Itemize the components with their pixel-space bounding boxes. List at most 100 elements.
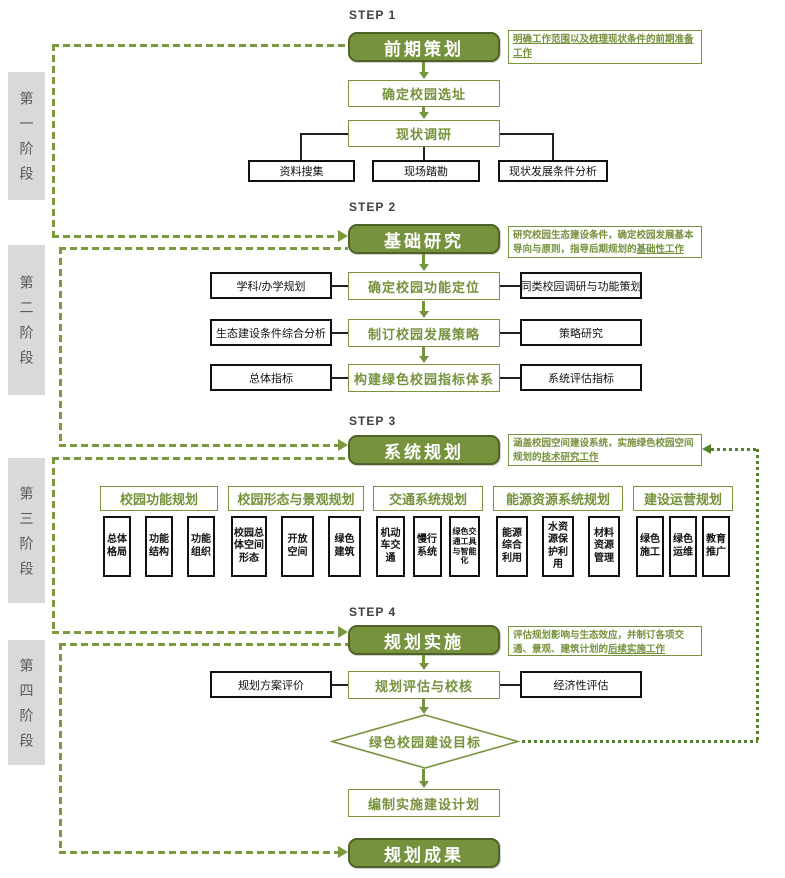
function-positioning-box: 确定校园功能定位 — [348, 272, 500, 300]
discipline-plan-box: 学科/办学规划 — [210, 272, 332, 299]
flow-arrow — [422, 107, 425, 113]
note-underlined-text: 后续实施工作 — [608, 644, 666, 656]
step1-title-box: 前期策划 — [348, 32, 500, 62]
group-item: 总体格局 — [103, 516, 131, 577]
connector-line — [552, 133, 554, 160]
flow-arrowhead — [419, 311, 429, 318]
group-campus-form-landscape: 校园形态与景观规划 校园总体空间形态 开放空间 绿色建筑 — [228, 486, 364, 577]
dashed-connector — [52, 235, 340, 238]
step3-label: STEP 3 — [349, 414, 397, 428]
dashed-connector — [59, 643, 348, 646]
flow-arrow — [422, 699, 425, 708]
group-item: 功能结构 — [145, 516, 173, 577]
dotted-arrowhead — [702, 444, 711, 454]
result-box: 规划成果 — [348, 838, 500, 868]
group-item: 绿色运维 — [669, 516, 697, 577]
dashed-connector — [52, 631, 340, 634]
dashed-arrowhead — [338, 439, 348, 451]
dashed-connector — [52, 457, 55, 634]
connector-line — [423, 147, 425, 160]
dashed-arrowhead — [338, 230, 348, 242]
group-traffic-system: 交通系统规划 机动车交通 慢行系统 绿色交通工具与智能化 — [373, 486, 483, 577]
group-title: 能源资源系统规划 — [493, 486, 623, 511]
implementation-plan-box: 编制实施建设计划 — [348, 789, 500, 817]
flow-arrowhead — [419, 264, 429, 271]
plan-scheme-evaluation-box: 规划方案评价 — [210, 671, 332, 698]
connector-line — [500, 133, 552, 135]
site-visit-box: 现场踏勘 — [372, 160, 480, 182]
eco-condition-analysis-box: 生态建设条件综合分析 — [210, 319, 332, 346]
group-item: 能源综合利用 — [496, 516, 528, 577]
development-strategy-box: 制订校园发展策略 — [348, 319, 500, 347]
dashed-connector — [59, 444, 340, 447]
step2-label: STEP 2 — [349, 200, 397, 214]
connector-line — [500, 285, 520, 287]
flow-arrowhead — [419, 72, 429, 79]
note-text: 评估规划影响与生态效应，并制订各项交通、景观、建筑计划的 — [513, 630, 685, 656]
step4-label: STEP 4 — [349, 605, 397, 619]
note-text: 涵盖校园空间建设系统，实施绿色校园空间规划的 — [513, 438, 694, 464]
economic-evaluation-box: 经济性评估 — [520, 671, 642, 698]
step4-note: 评估规划影响与生态效应，并制订各项交通、景观、建筑计划的后续实施工作 — [508, 626, 702, 656]
flow-arrowhead — [419, 356, 429, 363]
connector-line — [332, 332, 348, 334]
flow-arrow — [422, 769, 425, 782]
note-underlined-text: 明确工作范围以及梳理现状条件的前期准备工作 — [513, 34, 694, 60]
step3-title-box: 系统规划 — [348, 435, 500, 465]
group-title: 校园形态与景观规划 — [228, 486, 364, 511]
group-energy-resource-system: 能源资源系统规划 能源综合利用 水资源保护利用 材料资源管理 — [493, 486, 623, 577]
group-title: 交通系统规划 — [373, 486, 483, 511]
plan-evaluation-check-box: 规划评估与校核 — [348, 671, 500, 699]
survey-box: 现状调研 — [348, 120, 500, 147]
dashed-connector — [59, 851, 340, 854]
flow-arrowhead — [419, 663, 429, 670]
group-construction-operation: 建设运营规划 绿色施工 绿色运维 教育推广 — [633, 486, 733, 577]
step2-note: 研究校园生态建设条件，确定校园发展基本导向与原则，指导后期规划的基础性工作 — [508, 226, 702, 258]
dotted-connector — [522, 740, 758, 743]
group-item: 绿色施工 — [636, 516, 664, 577]
flow-arrow — [422, 301, 425, 312]
stage-label-3: 第三阶段 — [8, 458, 45, 603]
stage-label-4: 第四阶段 — [8, 640, 45, 765]
connector-line — [300, 133, 348, 135]
step4-title-box: 规划实施 — [348, 625, 500, 655]
group-title: 校园功能规划 — [100, 486, 218, 511]
dashed-arrowhead — [338, 626, 348, 638]
connector-line — [332, 377, 348, 379]
connector-line — [300, 133, 302, 160]
group-item: 机动车交通 — [376, 516, 405, 577]
connector-line — [500, 684, 520, 686]
group-item: 慢行系统 — [412, 516, 442, 577]
decision-diamond-label: 绿色校园建设目标 — [368, 735, 481, 750]
dashed-connector — [59, 247, 62, 447]
dotted-connector — [711, 448, 758, 451]
flow-arrow — [422, 62, 425, 73]
green-campus-index-box: 构建绿色校园指标体系 — [348, 364, 500, 392]
note-underlined-text: 技术研究工作 — [541, 452, 599, 464]
step2-title-box: 基础研究 — [348, 224, 500, 254]
peer-campus-research-box: 同类校园调研与功能策划 — [520, 272, 642, 299]
flow-arrow — [422, 655, 425, 665]
dotted-connector — [756, 449, 759, 742]
strategy-research-box: 策略研究 — [520, 319, 642, 346]
group-campus-function: 校园功能规划 总体格局 功能结构 功能组织 — [100, 486, 218, 577]
dashed-connector — [52, 44, 348, 47]
group-item: 教育推广 — [702, 516, 730, 577]
flow-arrowhead — [419, 707, 429, 714]
flow-arrowhead — [419, 781, 429, 788]
note-underlined-text: 基础性工作 — [636, 244, 685, 256]
dashed-connector — [59, 643, 62, 853]
stage-label-2: 第二阶段 — [8, 245, 45, 395]
decision-diamond — [330, 714, 520, 769]
condition-analysis-box: 现状发展条件分析 — [498, 160, 608, 182]
connector-line — [332, 684, 348, 686]
stage-label-1: 第一阶段 — [8, 72, 45, 200]
dashed-arrowhead — [338, 846, 348, 858]
group-item: 绿色建筑 — [328, 516, 361, 577]
flow-arrow — [422, 347, 425, 358]
group-title: 建设运营规划 — [633, 486, 733, 511]
group-item: 绿色交通工具与智能化 — [449, 516, 480, 577]
dashed-connector — [52, 457, 348, 460]
step3-note: 涵盖校园空间建设系统，实施绿色校园空间规划的技术研究工作 — [508, 434, 702, 466]
